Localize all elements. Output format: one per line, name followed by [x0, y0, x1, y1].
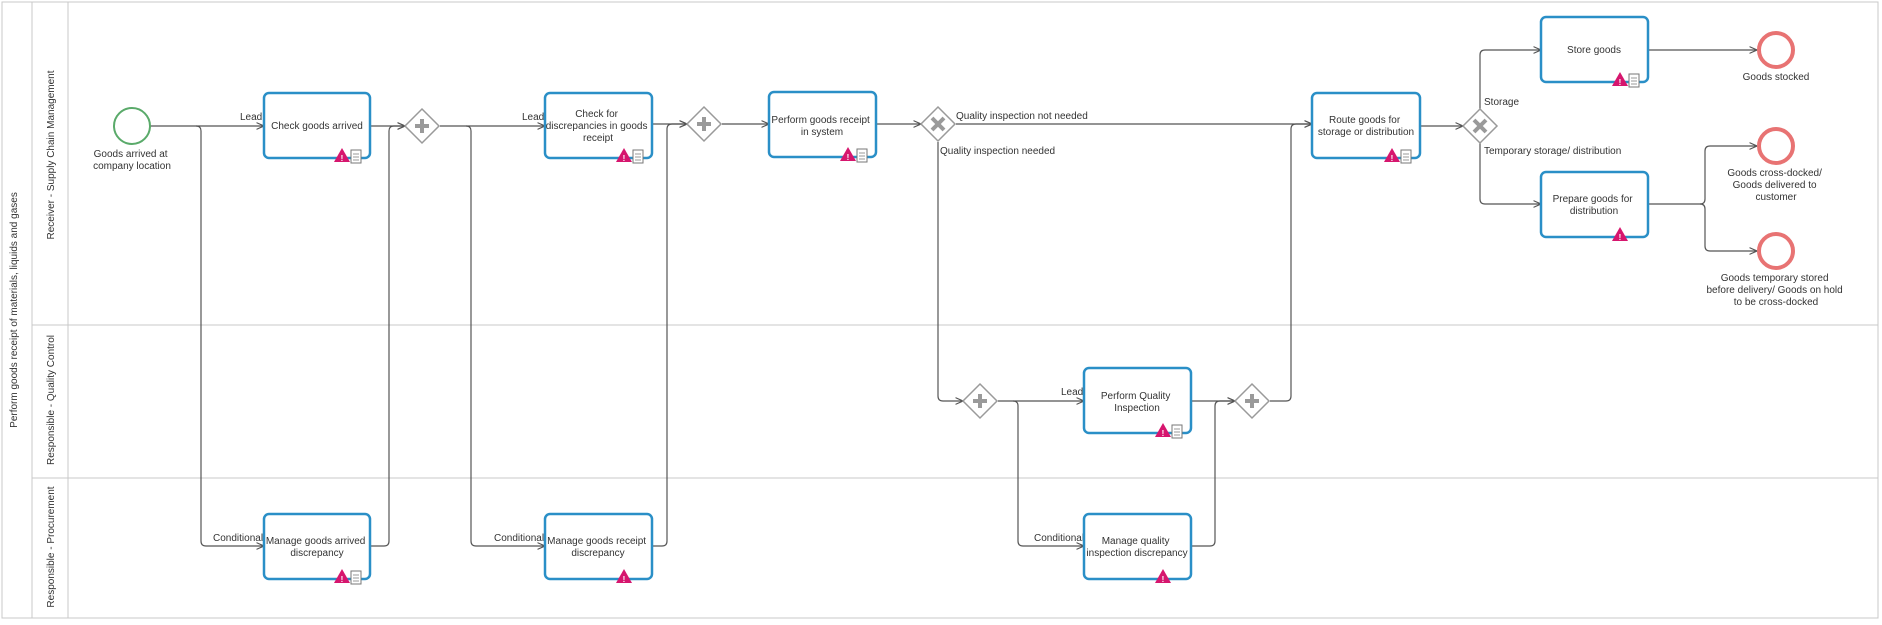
task-store-goods[interactable]: Store goods ! — [1539, 15, 1650, 88]
flow-label-qi-needed: Quality inspection needed — [940, 146, 1055, 157]
flow-qi-needed[interactable] — [937, 142, 963, 401]
document-icon — [1171, 424, 1183, 439]
flow-label-lead: Lead — [240, 112, 262, 123]
task-label: Route goods for storage or distribution — [1318, 115, 1414, 138]
end-event-goods-cross-docked[interactable]: Goods cross-docked/ Goods delivered to c… — [1727, 127, 1824, 203]
flow-label-lead: Lead — [522, 112, 544, 123]
task-manage-goods-arrived[interactable]: Manage goods arrived discrepancy ! — [262, 512, 372, 585]
flow-gateway5-to-route-goods[interactable] — [1270, 124, 1312, 402]
parallel-gateway[interactable] — [1233, 382, 1271, 420]
svg-text:!: ! — [1619, 78, 1622, 87]
flow-gateway1-to-manage-receipt[interactable] — [465, 125, 545, 546]
task-label: Manage goods receipt discrepancy — [547, 536, 649, 559]
task-route-goods[interactable]: Route goods for storage or distribution … — [1310, 91, 1422, 164]
lane-label-quality-control: Responsible - Quality Control — [46, 335, 57, 465]
warning-icon: ! — [334, 569, 350, 584]
pool-label: Perform goods receipt of materials, liqu… — [9, 192, 20, 428]
end-event-goods-stocked[interactable]: Goods stocked — [1743, 31, 1810, 83]
end-event-label: Goods temporary stored before delivery/ … — [1707, 273, 1846, 308]
warning-icon: ! — [616, 148, 632, 163]
document-icon — [350, 149, 362, 164]
svg-text:!: ! — [341, 154, 344, 163]
flow-label-lead: Lead — [1061, 387, 1083, 398]
task-label: Manage goods arrived discrepancy — [266, 536, 368, 559]
document-icon — [350, 570, 362, 585]
end-event-goods-temporary[interactable]: Goods temporary stored before delivery/ … — [1707, 232, 1846, 308]
task-perform-goods-receipt[interactable]: Perform goods receipt in system ! — [767, 90, 878, 163]
lane-label-procurement: Responsible - Procurement — [46, 486, 57, 607]
flow-label-temporary: Temporary storage/ distribution — [1484, 146, 1621, 157]
lane-label-supply-chain: Receiver - Supply Chain Management — [46, 70, 57, 239]
parallel-gateway[interactable] — [685, 105, 723, 143]
parallel-gateway[interactable] — [403, 107, 441, 145]
task-label: Manage quality inspection discrepancy — [1086, 536, 1187, 559]
document-icon — [632, 149, 644, 164]
svg-text:!: ! — [341, 575, 344, 584]
task-prepare-goods[interactable]: Prepare goods for distribution ! — [1539, 170, 1650, 242]
gateways — [403, 105, 1499, 420]
start-event[interactable]: Goods arrived at company location — [93, 107, 171, 172]
flow-labels: Lead Lead Lead Conditional Conditional C… — [213, 97, 1621, 544]
warning-icon: ! — [1155, 423, 1171, 438]
task-perform-quality-inspection[interactable]: Perform Quality Inspection ! — [1082, 366, 1193, 439]
svg-text:!: ! — [623, 154, 626, 163]
warning-icon: ! — [1384, 148, 1400, 163]
document-icon — [1400, 149, 1412, 164]
task-check-goods-arrived[interactable]: Check goods arrived ! — [262, 91, 372, 164]
svg-text:!: ! — [1391, 154, 1394, 163]
flow-temporary[interactable] — [1479, 143, 1541, 204]
sequence-flows — [150, 50, 1757, 546]
flow-manage-receipt-to-gateway2[interactable] — [652, 124, 687, 547]
svg-text:!: ! — [847, 153, 850, 162]
parallel-gateway[interactable] — [961, 382, 999, 420]
start-event-label: Goods arrived at company location — [93, 149, 171, 172]
task-label: Check for discrepancies in goods receipt — [546, 109, 651, 144]
flow-manage-quality-to-gateway5[interactable] — [1191, 401, 1235, 547]
task-label: Store goods — [1567, 45, 1621, 56]
document-icon — [1628, 73, 1640, 88]
flow-label-conditional: Conditional — [213, 533, 263, 544]
flow-label-storage: Storage — [1484, 97, 1519, 108]
svg-text:!: ! — [623, 575, 626, 584]
end-event-label: Goods cross-docked/ Goods delivered to c… — [1727, 168, 1824, 203]
flow-prepare-to-temporary[interactable] — [1699, 203, 1757, 251]
task-label: Perform goods receipt in system — [771, 115, 872, 138]
svg-text:!: ! — [1162, 429, 1165, 438]
exclusive-gateway[interactable] — [1461, 107, 1499, 145]
task-manage-goods-receipt[interactable]: Manage goods receipt discrepancy ! — [543, 512, 654, 584]
warning-icon: ! — [1612, 227, 1628, 242]
warning-icon: ! — [1612, 72, 1628, 87]
exclusive-gateway[interactable] — [919, 105, 957, 143]
warning-icon: ! — [334, 148, 350, 163]
svg-text:!: ! — [1162, 575, 1165, 584]
task-check-discrepancies[interactable]: Check for discrepancies in goods receipt… — [543, 91, 654, 164]
flow-label-qi-not-needed: Quality inspection not needed — [956, 111, 1088, 122]
flow-label-conditional: Conditional — [494, 533, 544, 544]
task-manage-quality-inspection[interactable]: Manage quality inspection discrepancy ! — [1082, 512, 1193, 584]
task-label: Prepare goods for distribution — [1553, 194, 1636, 217]
flow-manage-arrived-to-gateway1[interactable] — [370, 126, 405, 547]
flow-storage[interactable] — [1479, 50, 1541, 109]
end-event-label: Goods stocked — [1743, 72, 1810, 83]
warning-icon: ! — [1155, 569, 1171, 584]
svg-text:!: ! — [1619, 233, 1622, 242]
flow-start-to-manage-arrived[interactable] — [195, 125, 264, 546]
warning-icon: ! — [616, 569, 632, 584]
document-icon — [856, 148, 868, 163]
task-label: Check goods arrived — [271, 121, 363, 132]
flow-label-conditional: Conditional — [1034, 533, 1084, 544]
warning-icon: ! — [840, 147, 856, 162]
flow-gateway4-to-manage-quality[interactable] — [1012, 400, 1084, 546]
task-label: Perform Quality Inspection — [1101, 391, 1173, 414]
